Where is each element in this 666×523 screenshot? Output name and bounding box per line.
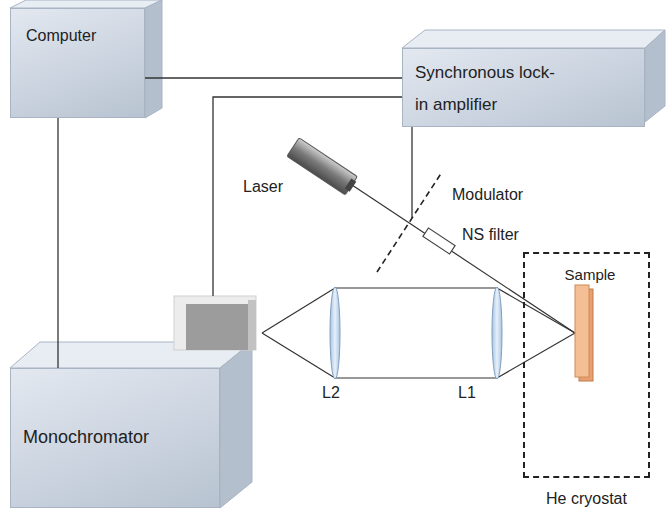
light-ray <box>497 288 575 333</box>
light-ray <box>335 287 497 288</box>
light-ray <box>262 333 335 378</box>
device-box: Computer <box>10 8 145 118</box>
part-label: Modulator <box>452 186 523 204</box>
part-label: NS filter <box>462 226 519 244</box>
node-text: He cryostat <box>515 490 658 508</box>
detector-body <box>186 304 248 350</box>
node-text: Synchronous lock-in amplifier <box>415 57 565 121</box>
box-side-face <box>145 0 162 118</box>
filter-plate <box>423 228 455 254</box>
sample-plate <box>575 285 589 377</box>
box-side-face <box>220 342 252 508</box>
node-text: Sample <box>560 266 620 283</box>
device-box: Monochromator <box>10 368 220 508</box>
laser-body <box>287 138 359 196</box>
box-top-face <box>10 0 162 8</box>
light-ray <box>262 288 335 333</box>
cryostat-region: He cryostatSample <box>523 252 650 478</box>
device-box: Synchronous lock-in amplifier <box>402 48 645 127</box>
sample-holder: Sample <box>560 266 620 379</box>
cable-connector <box>57 118 58 368</box>
detector-edge <box>248 300 256 350</box>
part-label: Laser <box>243 178 283 196</box>
part-label: L1 <box>458 384 476 402</box>
light-ray <box>497 333 575 378</box>
node-text: Computer <box>26 27 136 45</box>
detector-frame <box>174 296 256 350</box>
signal-wire <box>213 97 402 296</box>
lens <box>492 287 502 379</box>
part-label: L2 <box>322 384 340 402</box>
modulator-chopper <box>377 172 442 272</box>
box-side-face <box>645 30 665 122</box>
signal-wire <box>411 122 412 218</box>
node-text: Monochromator <box>23 427 213 448</box>
light-ray <box>335 377 497 378</box>
box-top-face <box>402 30 665 48</box>
cable-connector <box>145 77 402 78</box>
lens <box>330 287 340 379</box>
